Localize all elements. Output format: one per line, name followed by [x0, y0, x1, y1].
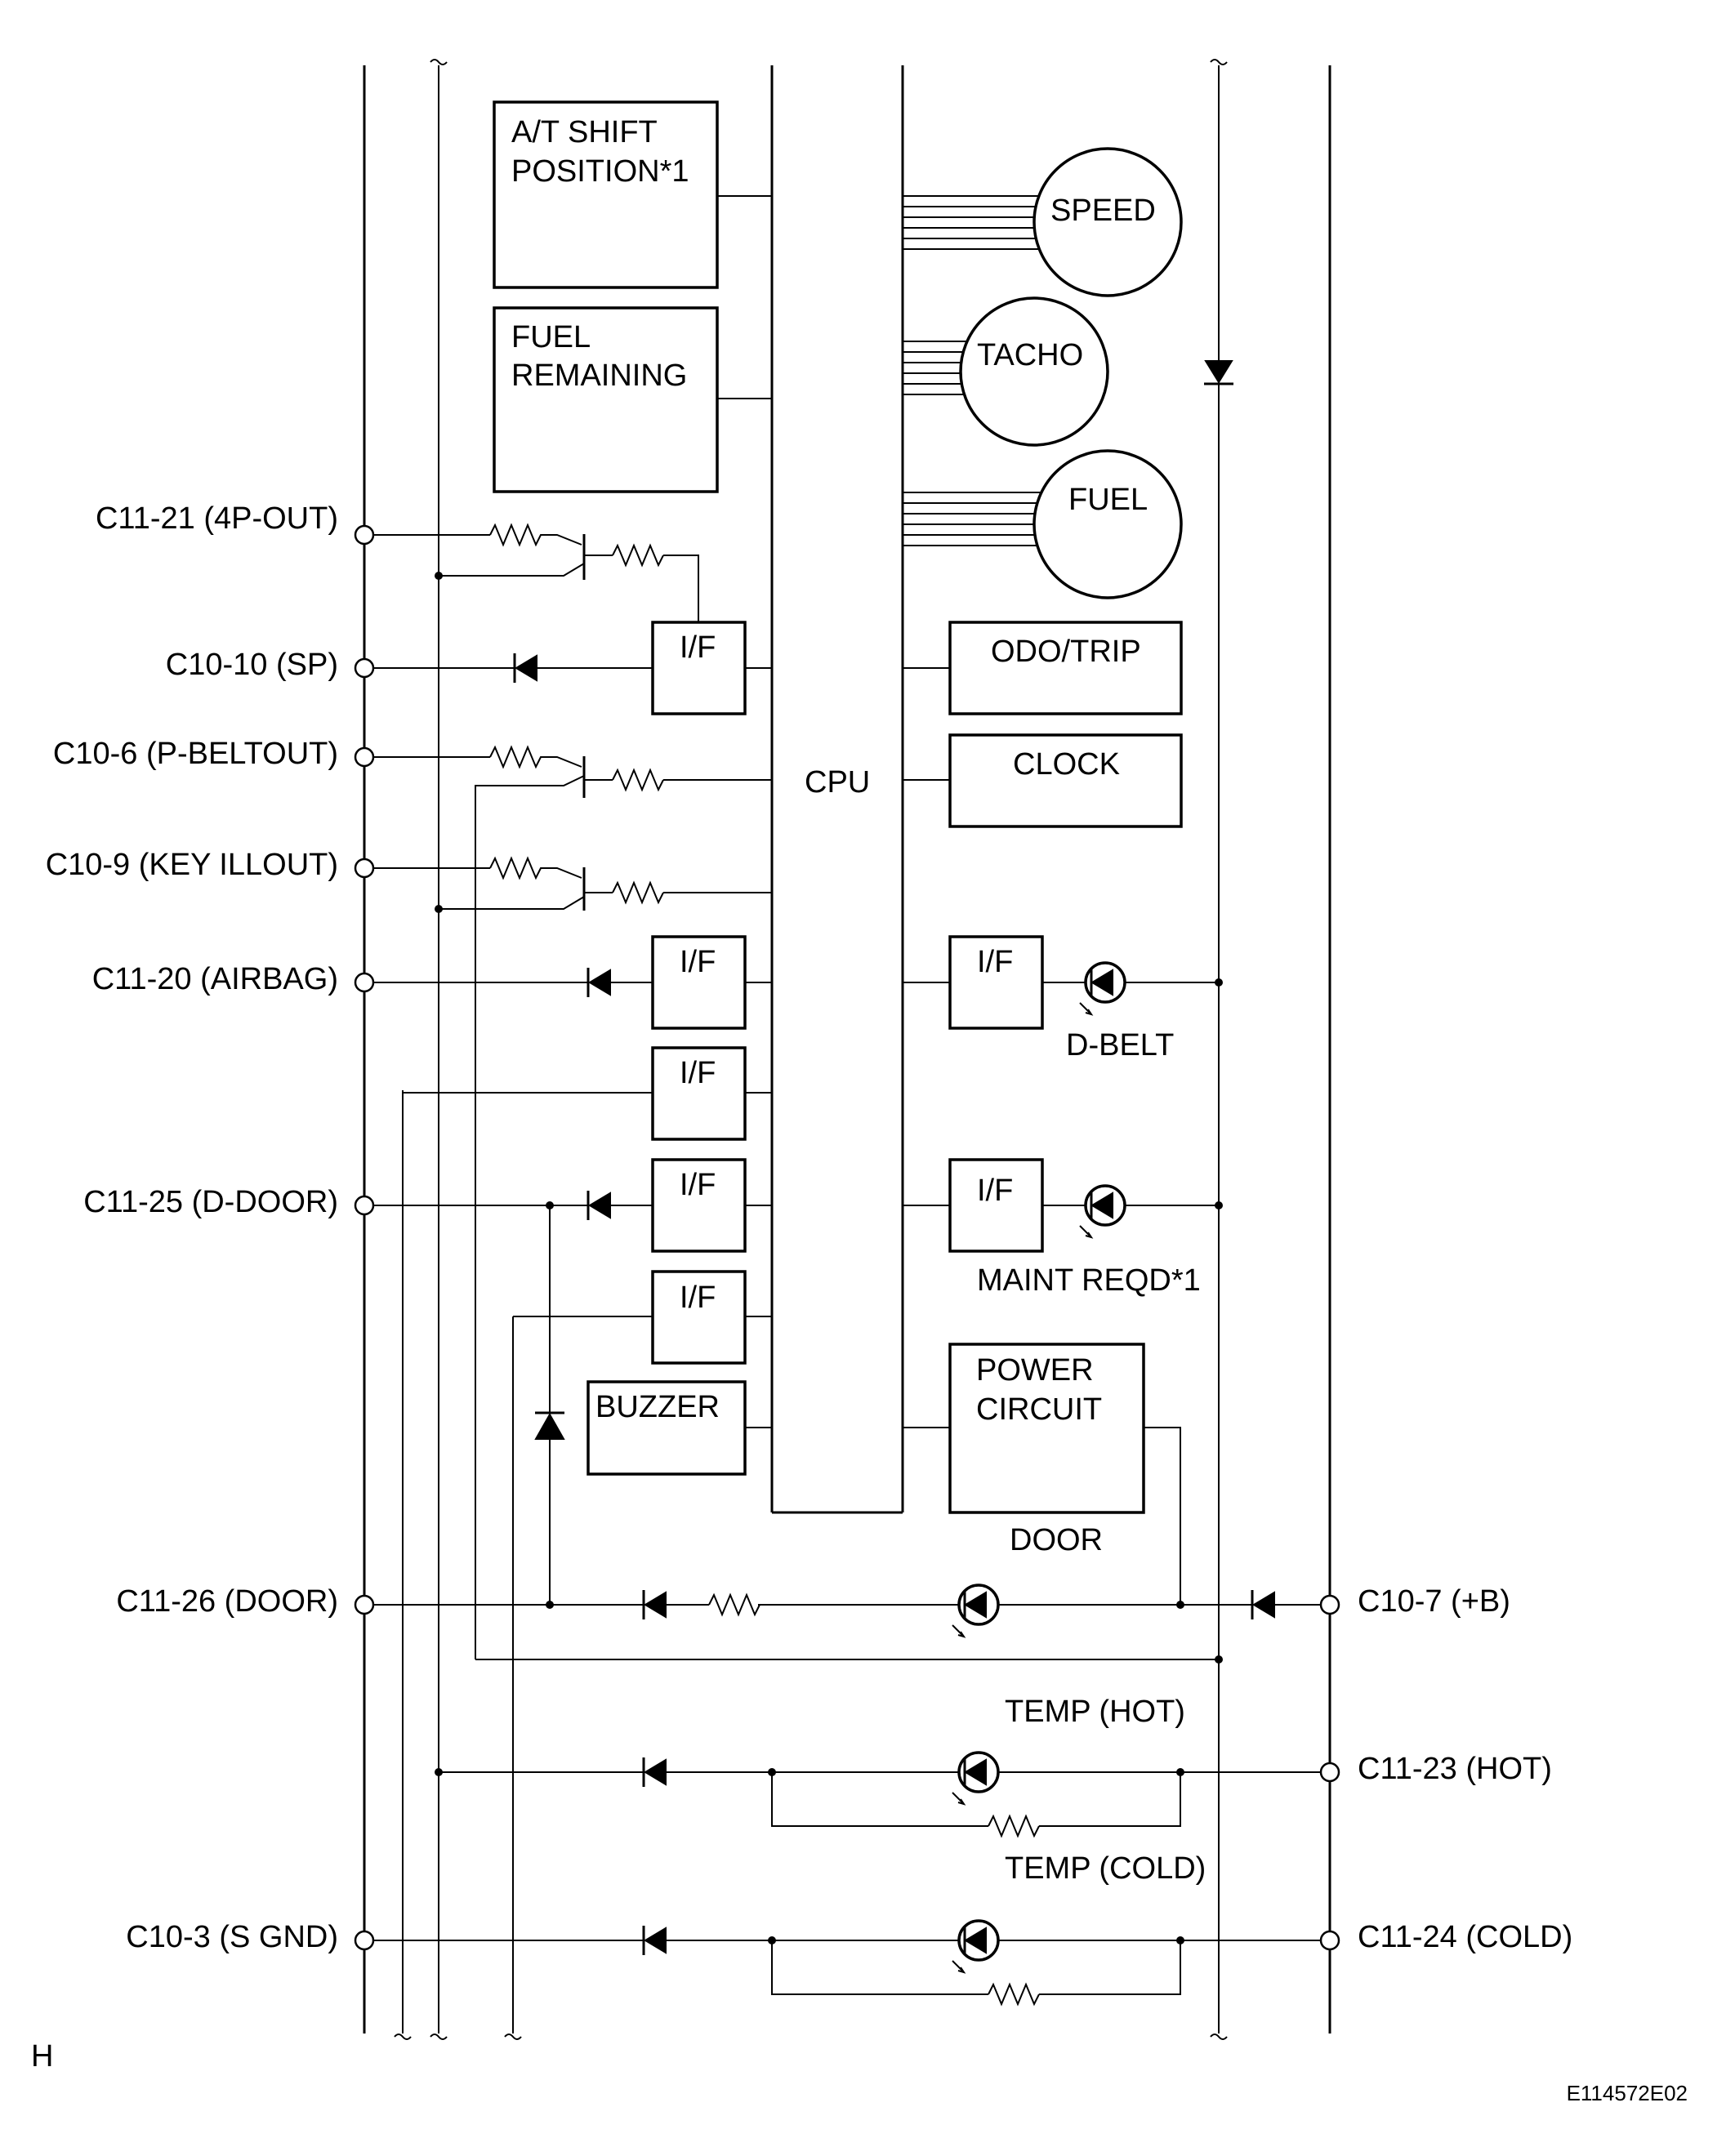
tacho-gauge: TACHO — [903, 296, 1109, 447]
figure-code: E114572E02 — [1567, 2081, 1688, 2105]
power-circuit-block: POWER CIRCUIT — [903, 1343, 1181, 1605]
clock-block: CLOCK — [903, 733, 1183, 828]
row-airbag — [370, 968, 653, 997]
svg-text:SPEED: SPEED — [1050, 194, 1156, 228]
row-4p-out — [370, 523, 699, 622]
svg-text:CIRCUIT: CIRCUIT — [976, 1392, 1102, 1427]
interface-block-d-belt: I/F — [903, 935, 1044, 1030]
temp-hot-label: TEMP (HOT) — [1005, 1695, 1185, 1729]
svg-text:I/F: I/F — [680, 1056, 716, 1090]
row-p-beltout — [370, 745, 772, 798]
buzzer-block: BUZZER — [587, 1380, 772, 1476]
row-d-door — [370, 1191, 653, 1605]
interface-block-sp: I/F — [651, 621, 772, 715]
speed-gauge: SPEED — [903, 147, 1183, 297]
interface-block-maint: I/F — [903, 1158, 1044, 1253]
connector-label-c10-3: C10-3 (S GND) — [126, 1920, 338, 1954]
fuel-gauge: FUEL — [903, 449, 1183, 599]
connector-label-c11-21: C11-21 (4P-OUT) — [96, 501, 338, 536]
d-belt-indicator: D-BELT — [1042, 961, 1223, 1062]
bus-diode-symbol — [1204, 360, 1233, 384]
connector-label-c10-9: C10-9 (KEY ILLOUT) — [46, 848, 338, 882]
connector-label-c11-25: C11-25 (D-DOOR) — [83, 1185, 338, 1219]
fuel-remaining-block: FUEL REMAINING — [493, 306, 772, 493]
odo-trip-block: ODO/TRIP — [903, 621, 1183, 715]
temp-cold-label: TEMP (COLD) — [1005, 1851, 1206, 1886]
svg-text:POWER: POWER — [976, 1353, 1094, 1388]
door-indicator-label: DOOR — [1010, 1523, 1103, 1557]
svg-text:I/F: I/F — [680, 1281, 716, 1315]
svg-text:FUEL: FUEL — [511, 320, 591, 354]
maint-reqd-indicator: MAINT REQD*1 — [977, 1184, 1223, 1298]
svg-text:FUEL: FUEL — [1068, 483, 1148, 517]
interface-block-airbag: I/F — [651, 935, 772, 1030]
svg-text:I/F: I/F — [977, 1174, 1013, 1208]
door-row — [370, 1584, 1323, 1638]
temp-hot-row — [435, 1751, 1323, 1838]
terminal-circles — [354, 524, 1340, 1951]
connector-label-c11-26: C11-26 (DOOR) — [116, 1584, 338, 1619]
connector-label-c10-7: C10-7 (+B) — [1358, 1584, 1510, 1619]
vertical-buses — [363, 59, 1331, 2040]
row-if3-feed — [402, 1090, 653, 1094]
connector-label-c11-23: C11-23 (HOT) — [1358, 1752, 1552, 1786]
connector-label-c11-20: C11-20 (AIRBAG) — [92, 962, 338, 996]
svg-text:TACHO: TACHO — [977, 338, 1083, 372]
svg-text:I/F: I/F — [977, 945, 1013, 979]
svg-text:I/F: I/F — [680, 630, 716, 665]
interface-block-d-door: I/F — [651, 1158, 772, 1253]
connector-label-c10-6: C10-6 (P-BELTOUT) — [53, 737, 338, 771]
connector-label-c11-24: C11-24 (COLD) — [1358, 1920, 1572, 1954]
svg-text:ODO/TRIP: ODO/TRIP — [991, 635, 1141, 669]
row-sp — [370, 653, 653, 683]
at-shift-position-block: A/T SHIFT POSITION*1 — [493, 100, 772, 289]
corner-letter: H — [31, 2039, 53, 2074]
svg-text:POSITION*1: POSITION*1 — [511, 154, 689, 189]
interface-block-5: I/F — [651, 1270, 772, 1365]
belt-return-line — [475, 1655, 1223, 1664]
temp-cold-row — [370, 1919, 1323, 2007]
svg-text:CLOCK: CLOCK — [1013, 747, 1120, 782]
svg-text:BUZZER: BUZZER — [595, 1390, 720, 1424]
cpu-label: CPU — [805, 765, 870, 800]
interface-block-3: I/F — [651, 1046, 772, 1141]
row-key-illout — [370, 856, 772, 913]
svg-text:D-BELT: D-BELT — [1066, 1028, 1174, 1062]
svg-text:I/F: I/F — [680, 945, 716, 979]
svg-text:MAINT REQD*1: MAINT REQD*1 — [977, 1263, 1201, 1298]
svg-text:REMAINING: REMAINING — [511, 359, 687, 393]
connector-label-c10-10: C10-10 (SP) — [166, 648, 338, 682]
svg-text:I/F: I/F — [680, 1168, 716, 1202]
svg-text:A/T SHIFT: A/T SHIFT — [511, 115, 658, 149]
